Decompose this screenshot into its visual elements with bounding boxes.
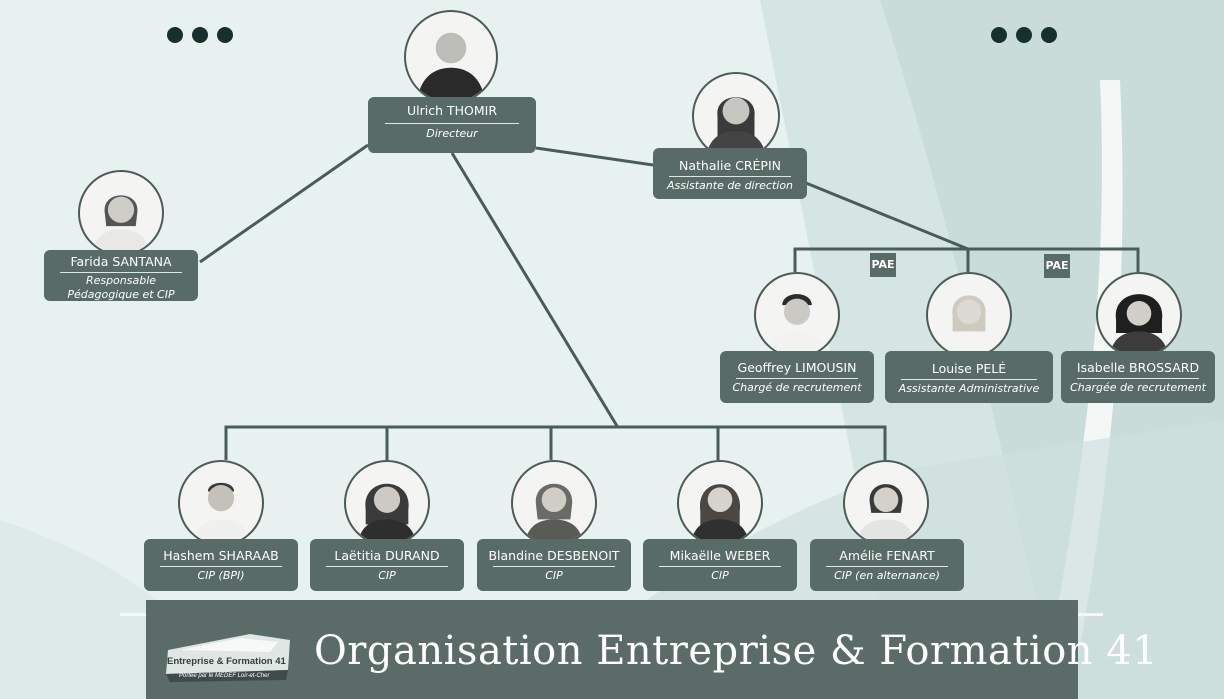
divider — [493, 566, 615, 567]
avatar-cip-1 — [178, 460, 264, 546]
person-photo-icon — [1109, 294, 1169, 356]
avatar-assistant — [692, 72, 780, 160]
person-role: Directeur — [426, 127, 478, 140]
person-name: Amélie FENART — [839, 548, 935, 563]
avatar-cip-2 — [344, 460, 430, 546]
dot-icon — [1041, 27, 1057, 43]
card-cip-1: Hashem SHARAAB CIP (BPI) — [144, 539, 298, 591]
person-photo-icon — [91, 195, 151, 254]
divider — [60, 272, 182, 273]
logo-text: Entreprise & Formation 41 — [167, 656, 286, 667]
person-role-line1: Responsable — [85, 274, 157, 287]
person-photo-icon — [939, 295, 999, 356]
divider — [326, 566, 448, 567]
company-logo: Entreprise & Formation 41 Portée par le … — [160, 630, 295, 685]
avatar-pae-1 — [754, 272, 840, 358]
decorative-dots-left — [167, 27, 233, 43]
person-photo-icon — [191, 482, 251, 544]
person-photo-icon — [767, 294, 827, 356]
person-name: Mikaëlle WEBER — [669, 548, 771, 563]
pae-badge: PAE — [1044, 254, 1070, 278]
person-role: Chargée de recrutement — [1070, 381, 1206, 394]
person-name: Louise PELÉ — [931, 361, 1007, 376]
logo-shape-icon — [166, 634, 290, 682]
person-photo-icon — [705, 97, 767, 158]
divider — [160, 566, 282, 567]
divider — [901, 379, 1037, 380]
person-name: Farida SANTANA — [70, 254, 172, 269]
footer-banner: Entreprise & Formation 41 Portée par le … — [146, 600, 1158, 699]
person-role: CIP (BPI) — [197, 569, 245, 582]
avatar-pae-3 — [1096, 272, 1182, 358]
dot-icon — [1016, 27, 1032, 43]
dot-icon — [991, 27, 1007, 43]
person-photo-icon — [856, 484, 916, 544]
person-name: Blandine DESBENOIT — [488, 548, 620, 563]
person-role: CIP (en alternance) — [834, 569, 940, 582]
avatar-cip-4 — [677, 460, 763, 546]
divider — [669, 176, 791, 177]
avatar-director — [404, 10, 498, 104]
card-assistant: Nathalie CRÉPIN Assistante de direction — [653, 148, 807, 199]
person-role: CIP — [711, 569, 729, 582]
card-director: Ulrich THOMIR Directeur — [368, 97, 536, 153]
person-role-line2: Pédagogique et CIP — [67, 288, 175, 301]
person-name: Geoffrey LIMOUSIN — [737, 360, 857, 375]
person-name: Laëtitia DURAND — [334, 548, 440, 563]
person-name: Isabelle BROSSARD — [1076, 360, 1200, 375]
person-photo-icon — [690, 484, 750, 544]
divider — [1077, 378, 1199, 379]
logo-subtext: Portée par le MEDEF Loir-et-Cher — [179, 673, 270, 679]
dot-icon — [217, 27, 233, 43]
divider — [826, 566, 948, 567]
card-cip-5: Amélie FENART CIP (en alternance) — [810, 539, 964, 591]
person-role: Assistante Administrative — [898, 382, 1040, 395]
card-cip-3: Blandine DESBENOIT CIP — [477, 539, 631, 591]
person-photo-icon — [357, 483, 417, 544]
person-photo-icon — [524, 483, 584, 544]
avatar-pedago — [78, 170, 164, 256]
divider — [385, 123, 519, 124]
card-cip-2: Laëtitia DURAND CIP — [310, 539, 464, 591]
dot-icon — [167, 27, 183, 43]
divider — [659, 566, 781, 567]
avatar-cip-3 — [511, 460, 597, 546]
avatar-pae-2 — [926, 272, 1012, 358]
card-pae-3: Isabelle BROSSARD Chargée de recrutement — [1061, 351, 1215, 403]
divider — [736, 378, 858, 379]
person-name: Nathalie CRÉPIN — [679, 158, 781, 173]
card-pae-1: Geoffrey LIMOUSIN Chargé de recrutement — [720, 351, 874, 403]
person-photo-icon — [416, 32, 486, 102]
dot-icon — [192, 27, 208, 43]
card-pae-2: Louise PELÉ Assistante Administrative — [885, 351, 1053, 403]
person-role: CIP — [545, 569, 563, 582]
person-role: CIP — [378, 569, 396, 582]
page-title: Organisation Entreprise & Formation 41 — [314, 628, 1159, 674]
card-pedago: Farida SANTANA Responsable Pédagogique e… — [44, 250, 198, 301]
person-name: Hashem SHARAAB — [163, 548, 279, 563]
card-cip-4: Mikaëlle WEBER CIP — [643, 539, 797, 591]
avatar-cip-5 — [843, 460, 929, 546]
person-role: Chargé de recrutement — [732, 381, 862, 394]
decorative-dots-right — [991, 27, 1057, 43]
person-name: Ulrich THOMIR — [406, 103, 498, 118]
pae-badge: PAE — [870, 253, 896, 277]
person-role: Assistante de direction — [666, 179, 794, 192]
